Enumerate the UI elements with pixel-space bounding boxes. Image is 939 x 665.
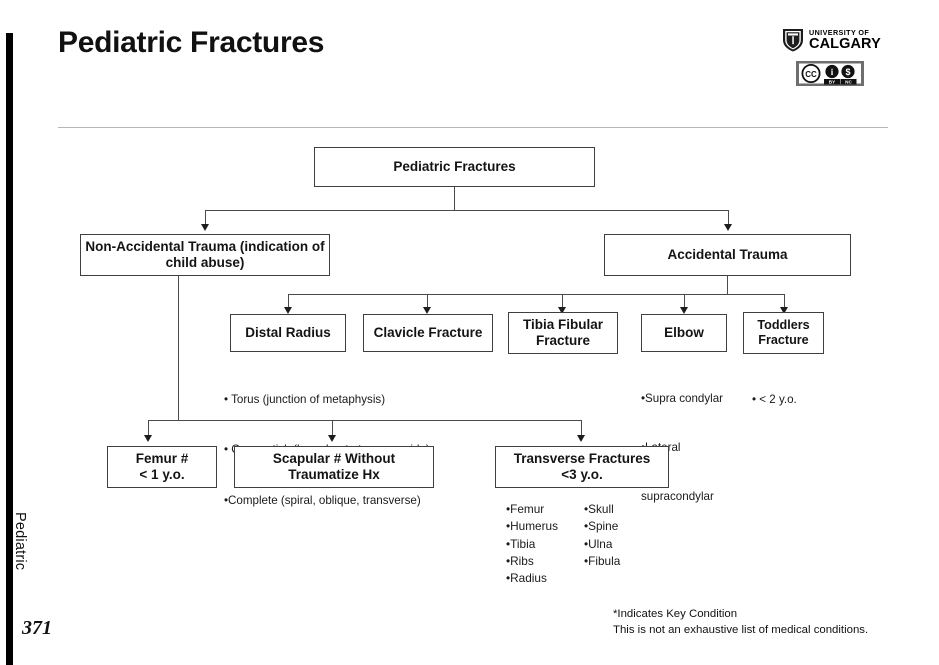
footnote: *Indicates Key Condition This is not an … xyxy=(613,606,868,638)
connector-accidental-stem xyxy=(727,276,729,294)
footnote-line1: *Indicates Key Condition xyxy=(613,608,738,620)
drop-elbow xyxy=(684,294,686,309)
arrow-femur xyxy=(143,435,152,442)
node-femur: Femur # < 1 y.o. xyxy=(107,446,217,488)
page-number: 371 xyxy=(22,617,52,639)
node-line1: Transverse Fractures xyxy=(513,450,651,466)
note-item: • < 2 y.o. xyxy=(752,393,797,407)
notes-toddlers: • < 2 y.o. xyxy=(752,359,797,442)
arrow-toddlers xyxy=(779,307,788,314)
arrow-distal-radius xyxy=(283,307,292,314)
node-tibia-fibular-fracture: Tibia Fibular Fracture xyxy=(508,312,618,354)
note-item: •Complete (spiral, oblique, transverse) xyxy=(224,493,421,507)
arrow-clavicle xyxy=(422,307,431,314)
node-line2: Traumatize Hx xyxy=(288,467,380,482)
arrow-to-nat xyxy=(200,224,209,231)
arrow-transverse xyxy=(576,435,585,442)
drop-transverse xyxy=(581,420,583,437)
node-clavicle-fracture: Clavicle Fracture xyxy=(363,314,493,352)
node-line2: < 1 y.o. xyxy=(139,467,185,482)
svg-text:CC: CC xyxy=(805,70,817,79)
left-spine-bar xyxy=(6,33,13,665)
arrow-tibia-fibular xyxy=(557,307,566,314)
note-item: •Humerus xyxy=(506,519,558,534)
svg-text:i: i xyxy=(831,67,834,77)
notes-transverse-col1: •Femur •Humerus •Tibia •Ribs •Radius xyxy=(506,501,558,588)
note-item: •Skull xyxy=(584,502,614,516)
university-line1: UNIVERSITY OF xyxy=(809,27,870,37)
svg-text:BY: BY xyxy=(829,79,835,84)
connector-accidental-bus xyxy=(288,294,784,296)
connector-level2-left-drop xyxy=(205,210,207,226)
connector-nat-bus xyxy=(148,420,582,422)
note-item: •Fibula xyxy=(584,553,621,568)
university-line2: CALGARY xyxy=(809,35,881,52)
note-item: supracondylar xyxy=(641,489,714,503)
drop-distal-radius xyxy=(288,294,290,309)
node-line1: Femur # xyxy=(135,450,189,466)
node-toddlers-fracture: Toddlers Fracture xyxy=(743,312,824,354)
drop-femur xyxy=(148,420,150,437)
notes-transverse-col2: •Skull •Spine •Ulna •Fibula xyxy=(584,501,620,588)
node-accidental-trauma: Accidental Trauma xyxy=(604,234,851,276)
notes-transverse: •Femur •Humerus •Tibia •Ribs •Radius •Sk… xyxy=(506,501,620,588)
connector-root-stem xyxy=(454,187,456,210)
notes-elbow: •Supra condylar •Lateral supracondylar xyxy=(641,359,723,537)
note-item: • Torus (junction of metaphysis) xyxy=(224,393,386,407)
connector-nat-stem xyxy=(178,276,180,420)
header-divider xyxy=(58,127,888,128)
drop-scapular xyxy=(332,420,334,437)
creative-commons-by-nc-icon: CC i $ BY NC xyxy=(796,61,864,86)
connector-level2-bus xyxy=(205,210,729,212)
note-item: •Ulna xyxy=(584,536,613,551)
svg-text:NC: NC xyxy=(845,79,852,84)
note-item: •Femur xyxy=(506,502,545,516)
note-item: •Tibia xyxy=(506,536,536,551)
node-root: Pediatric Fractures xyxy=(314,147,595,187)
footnote-line2: This is not an exhaustive list of medica… xyxy=(613,624,869,637)
node-non-accidental-trauma: Non-Accidental Trauma (indication of chi… xyxy=(80,234,330,276)
node-line2: <3 y.o. xyxy=(561,467,603,482)
node-scapular: Scapular # Without Traumatize Hx xyxy=(234,446,434,488)
node-transverse-fractures: Transverse Fractures <3 y.o. xyxy=(495,446,669,488)
node-distal-radius: Distal Radius xyxy=(230,314,346,352)
note-item: •Supra condylar xyxy=(641,392,724,406)
note-item: •Spine xyxy=(584,519,619,534)
arrow-scapular xyxy=(327,435,336,442)
note-item: •Radius xyxy=(506,571,547,586)
section-side-label: Pediatric xyxy=(12,512,28,571)
uofc-shield-icon xyxy=(782,28,804,52)
note-item: •Ribs xyxy=(506,553,534,568)
node-line1: Scapular # Without xyxy=(272,450,396,466)
svg-text:$: $ xyxy=(845,67,850,77)
university-logo: UNIVERSITY OF CALGARY xyxy=(782,28,892,52)
node-elbow: Elbow xyxy=(641,314,727,352)
drop-toddlers xyxy=(784,294,786,309)
branding-block: UNIVERSITY OF CALGARY CC i $ BY NC xyxy=(782,28,892,86)
university-wordmark: UNIVERSITY OF CALGARY xyxy=(809,27,881,52)
drop-clavicle xyxy=(427,294,429,309)
arrow-to-accidental xyxy=(723,224,732,231)
drop-tibia-fibular xyxy=(562,294,564,309)
connector-level2-right-drop xyxy=(728,210,730,226)
page-title: Pediatric Fractures xyxy=(58,26,325,59)
arrow-elbow xyxy=(679,307,688,314)
